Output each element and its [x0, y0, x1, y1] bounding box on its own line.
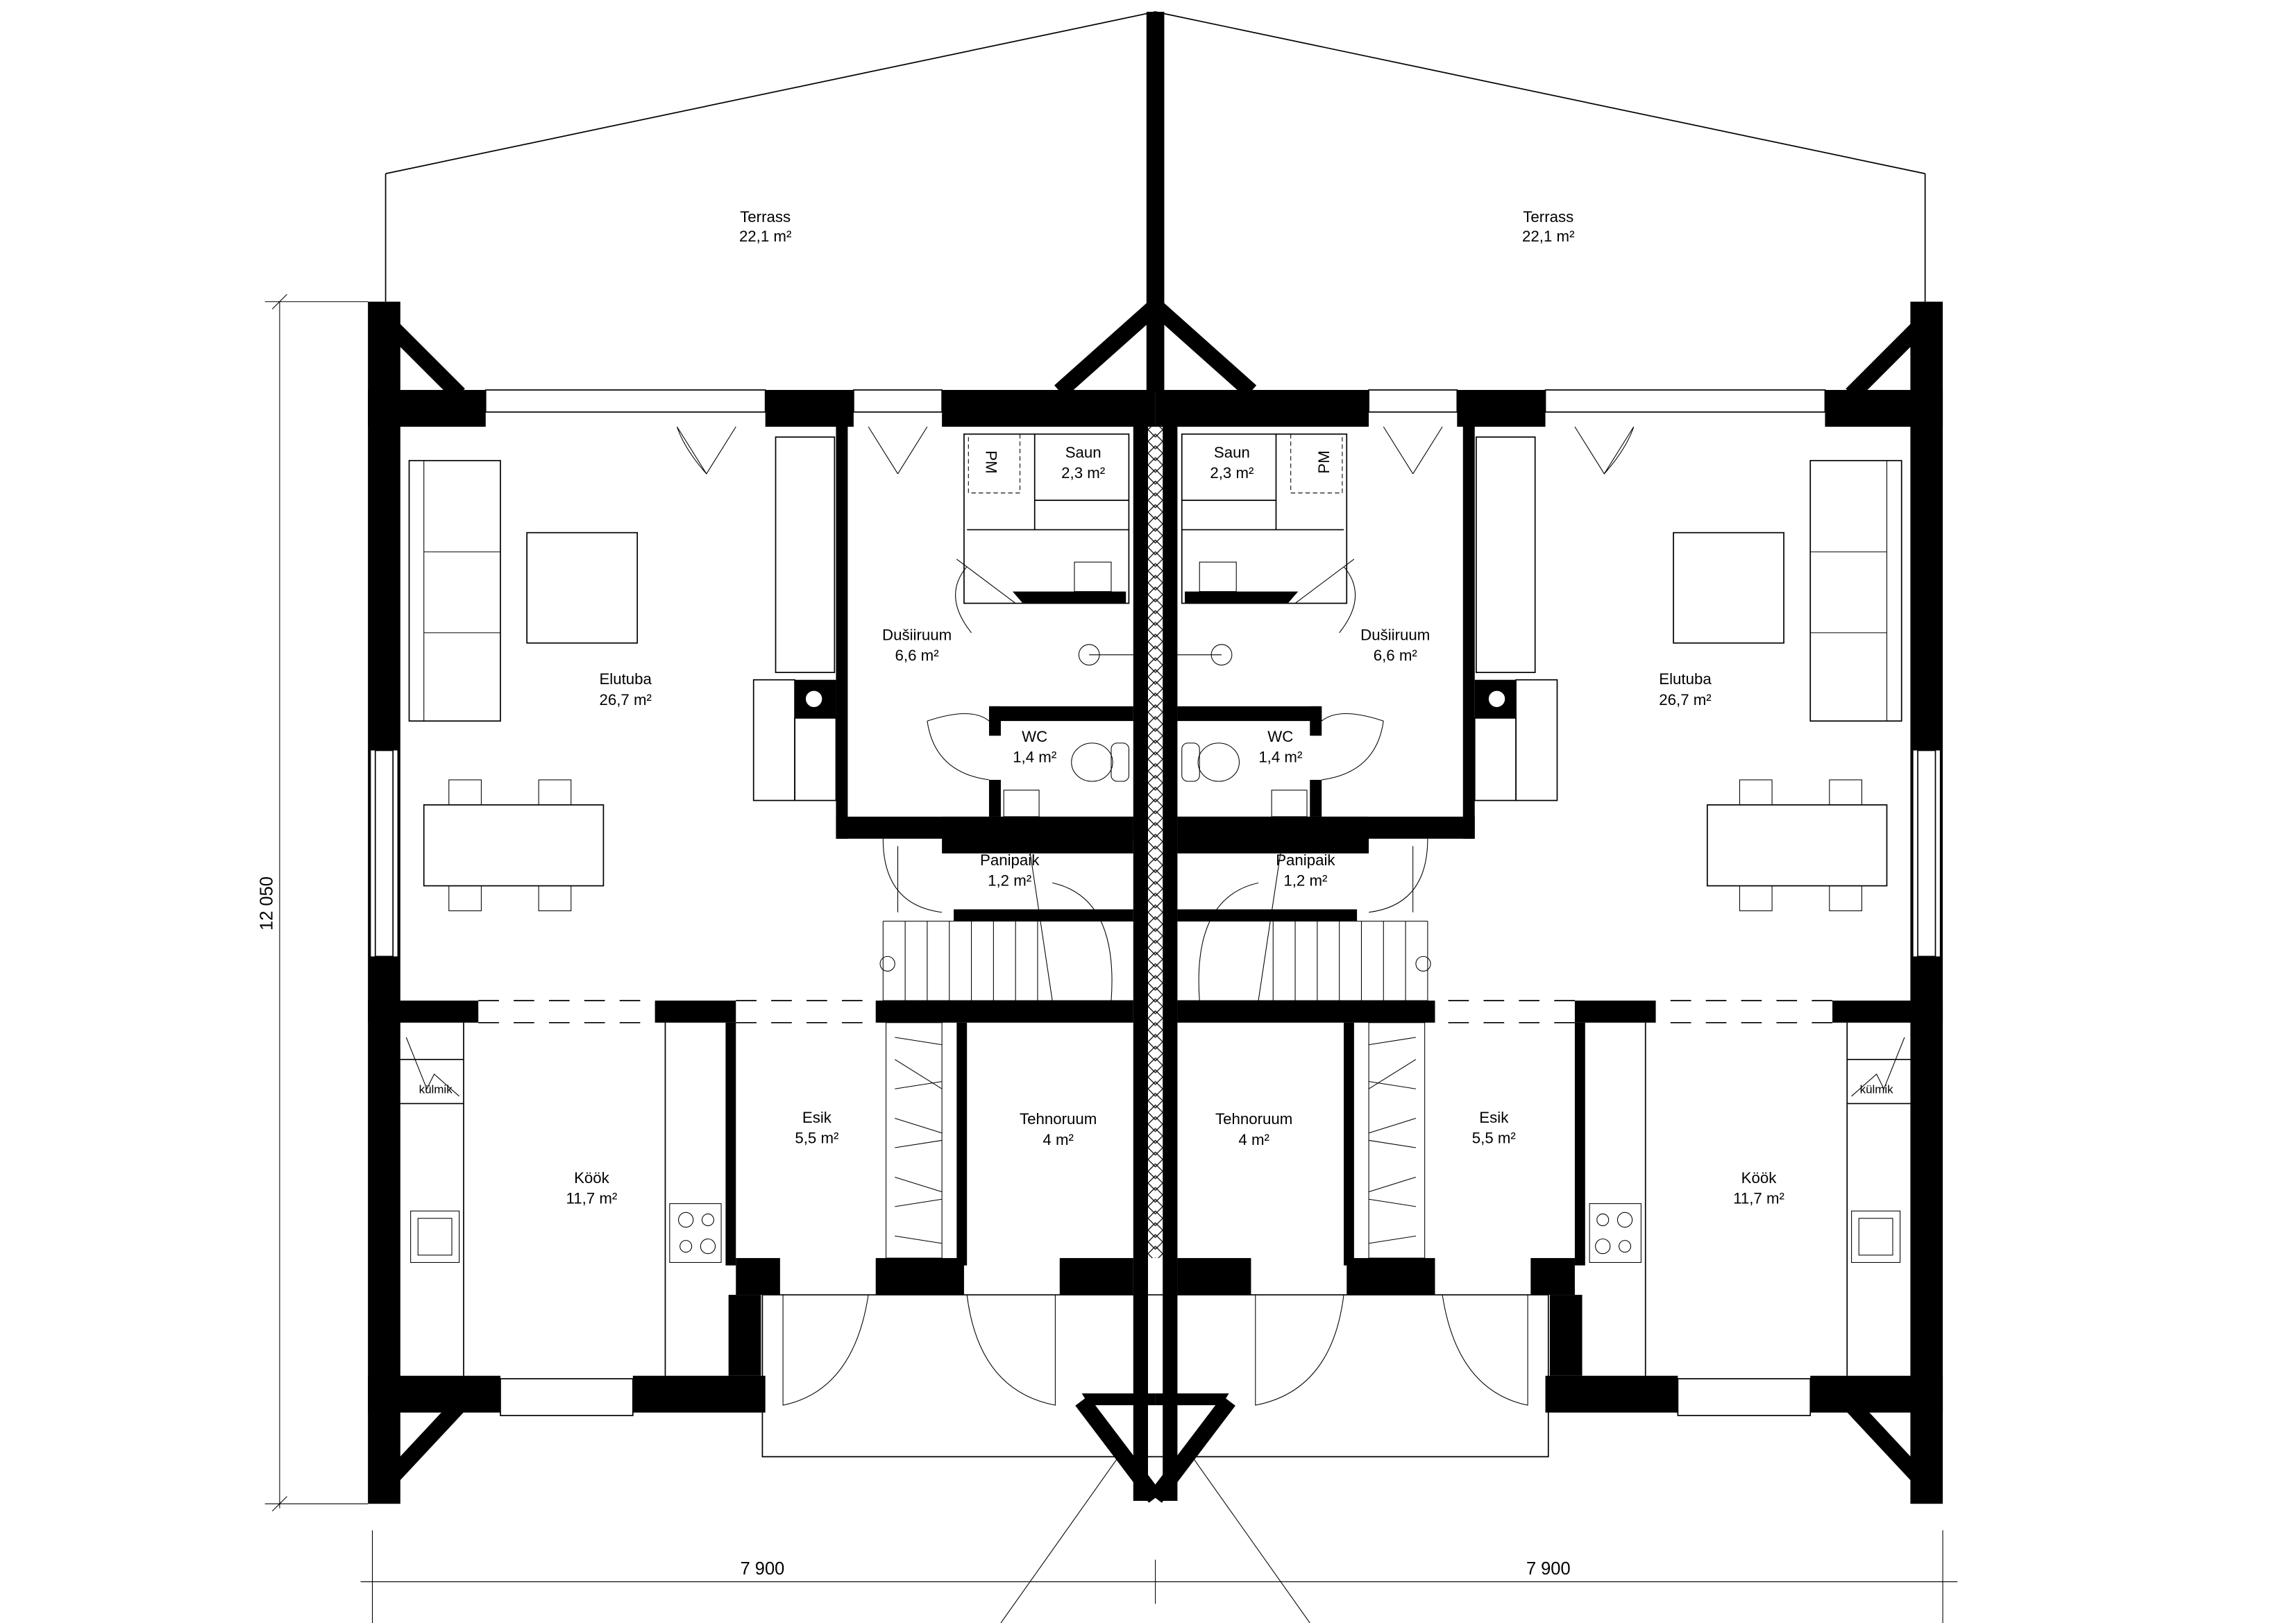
sauna-heater-label: PM	[1315, 450, 1333, 473]
room-area: 4 m²	[1043, 1131, 1074, 1148]
unit-right-labels: Terrass 22,1 m² Elutuba 26,7 m² Saun 2,3…	[1210, 208, 1893, 1207]
room-area: 6,6 m²	[895, 647, 939, 664]
room-area: 4 m²	[1238, 1131, 1269, 1148]
room-name: Elutuba	[599, 670, 652, 688]
room-area: 5,5 m²	[795, 1130, 838, 1147]
room-name: Elutuba	[1659, 670, 1712, 688]
room-area: 1,4 m²	[1013, 748, 1056, 765]
dimension-width-left: 7 900	[741, 1559, 785, 1579]
room-name: Terrass	[740, 208, 791, 226]
room-area: 5,5 m²	[1472, 1130, 1516, 1147]
unit-left-labels: Terrass 22,1 m² Elutuba 26,7 m² Saun 2,3…	[419, 208, 1106, 1207]
sauna-heater-label: PM	[983, 450, 1000, 473]
dimension-width-right: 7 900	[1526, 1559, 1571, 1579]
room-area: 22,1 m²	[739, 228, 791, 245]
dimension-height: 12 050	[257, 876, 276, 931]
room-name: WC	[1022, 728, 1047, 745]
room-name: Panipaik	[1276, 851, 1335, 869]
room-name: Esik	[802, 1109, 832, 1126]
room-area: 2,3 m²	[1210, 464, 1253, 482]
dimension-lines	[264, 294, 1958, 1623]
room-area: 1,2 m²	[1283, 872, 1327, 890]
room-name: Dušiiruum	[1360, 626, 1430, 643]
room-name: Köök	[1741, 1169, 1778, 1187]
room-area: 22,1 m²	[1522, 228, 1574, 245]
room-area: 26,7 m²	[1659, 691, 1711, 708]
room-name: Dušiiruum	[882, 626, 952, 643]
room-name: Saun	[1065, 444, 1101, 461]
room-name: Saun	[1214, 444, 1250, 461]
room-area: 26,7 m²	[599, 691, 651, 708]
room-name: Tehnoruum	[1215, 1110, 1292, 1128]
room-area: 1,2 m²	[988, 872, 1031, 890]
room-name: Panipaik	[980, 851, 1040, 869]
room-area: 6,6 m²	[1374, 647, 1417, 664]
room-area: 11,7 m²	[566, 1190, 618, 1207]
room-name: Köök	[574, 1169, 610, 1187]
room-name: WC	[1267, 728, 1293, 745]
fridge-label: külmik	[419, 1083, 453, 1096]
room-name: Terrass	[1523, 208, 1573, 226]
room-name: Esik	[1479, 1109, 1509, 1126]
room-area: 1,4 m²	[1258, 748, 1302, 765]
fridge-label: külmik	[1860, 1083, 1894, 1096]
room-name: Tehnoruum	[1020, 1110, 1097, 1128]
room-area: 2,3 m²	[1061, 464, 1105, 482]
room-area: 11,7 m²	[1733, 1190, 1784, 1207]
